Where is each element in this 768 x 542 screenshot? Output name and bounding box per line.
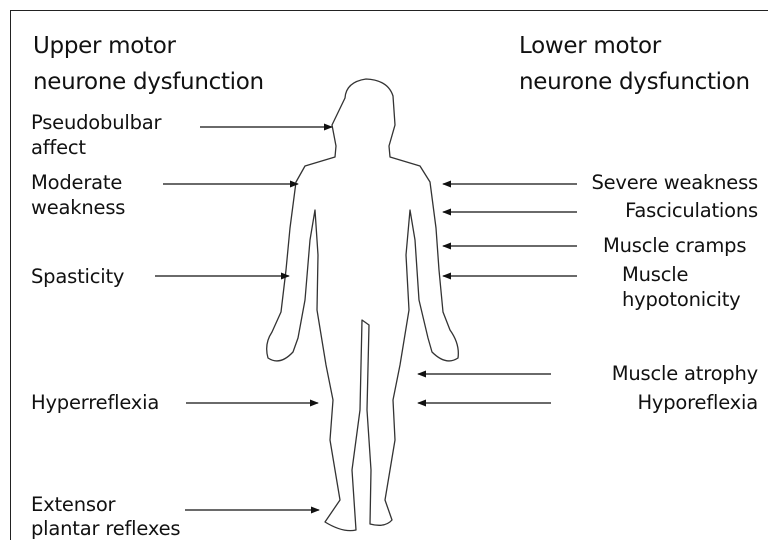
human-body-outline [267, 79, 459, 531]
